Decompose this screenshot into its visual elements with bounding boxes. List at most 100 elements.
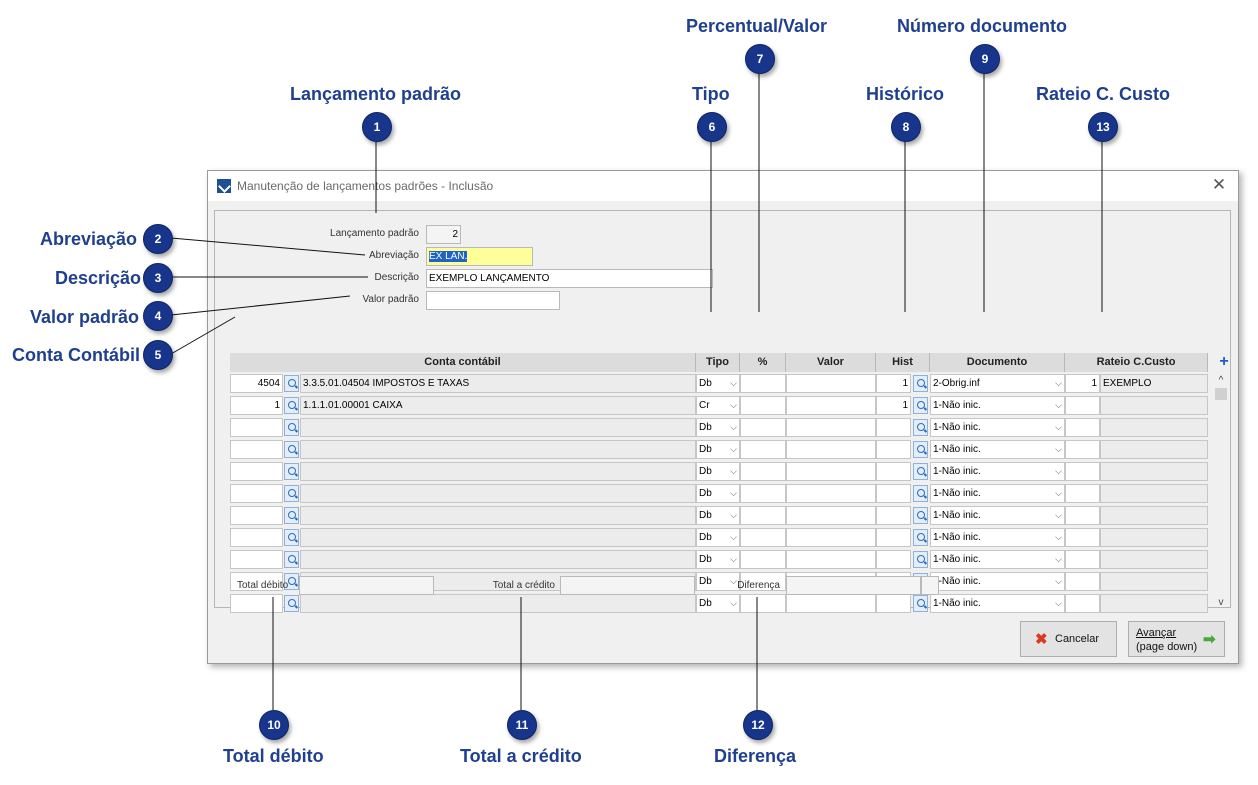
rateio-code-cell[interactable] bbox=[1065, 594, 1100, 613]
documento-select[interactable]: 1-Não inic.⌵ bbox=[930, 418, 1065, 437]
chevron-down-icon[interactable]: ⌵ bbox=[730, 510, 737, 520]
chevron-down-icon[interactable]: ⌵ bbox=[730, 400, 737, 410]
valor-cell[interactable] bbox=[786, 550, 876, 569]
tipo-select[interactable]: Cr⌵ bbox=[696, 396, 740, 415]
chevron-down-icon[interactable]: ⌵ bbox=[1055, 488, 1062, 498]
account-lookup-icon[interactable] bbox=[284, 375, 299, 392]
pct-cell[interactable] bbox=[740, 484, 786, 503]
tipo-select[interactable]: Db⌵ bbox=[696, 550, 740, 569]
hist-cell[interactable] bbox=[876, 506, 911, 525]
account-code-cell[interactable] bbox=[230, 418, 283, 437]
account-lookup-icon[interactable] bbox=[284, 595, 299, 612]
rateio-code-cell[interactable] bbox=[1065, 550, 1100, 569]
tipo-select[interactable]: Db⌵ bbox=[696, 572, 740, 591]
pct-cell[interactable] bbox=[740, 418, 786, 437]
abreviacao-input[interactable]: EX LAN. bbox=[426, 247, 533, 266]
pct-cell[interactable] bbox=[740, 572, 786, 591]
chevron-down-icon[interactable]: ⌵ bbox=[730, 378, 737, 388]
chevron-down-icon[interactable]: ⌵ bbox=[730, 576, 737, 586]
cancel-button[interactable]: ✖ Cancelar bbox=[1020, 621, 1117, 657]
account-code-cell[interactable] bbox=[230, 550, 283, 569]
account-code-cell[interactable]: 4504 bbox=[230, 374, 283, 393]
chevron-down-icon[interactable]: ⌵ bbox=[1055, 400, 1062, 410]
pct-cell[interactable] bbox=[740, 506, 786, 525]
chevron-down-icon[interactable]: ⌵ bbox=[1055, 510, 1062, 520]
hist-lookup-icon[interactable] bbox=[913, 463, 928, 480]
rateio-code-cell[interactable] bbox=[1065, 506, 1100, 525]
chevron-down-icon[interactable]: ⌵ bbox=[1055, 532, 1062, 542]
documento-select[interactable]: 1-Não inic.⌵ bbox=[930, 594, 1065, 613]
chevron-down-icon[interactable]: ⌵ bbox=[730, 444, 737, 454]
hist-cell[interactable] bbox=[876, 418, 911, 437]
hist-cell[interactable] bbox=[876, 440, 911, 459]
pct-cell[interactable] bbox=[740, 374, 786, 393]
documento-select[interactable]: 1-Não inic.⌵ bbox=[930, 528, 1065, 547]
hist-lookup-icon[interactable] bbox=[913, 375, 928, 392]
documento-select[interactable]: 1-Não inic.⌵ bbox=[930, 396, 1065, 415]
tipo-select[interactable]: Db⌵ bbox=[696, 506, 740, 525]
chevron-down-icon[interactable]: ⌵ bbox=[730, 598, 737, 608]
rateio-code-cell[interactable] bbox=[1065, 418, 1100, 437]
pct-cell[interactable] bbox=[740, 550, 786, 569]
valor-cell[interactable] bbox=[786, 594, 876, 613]
close-icon[interactable]: ✕ bbox=[1211, 175, 1227, 194]
hist-cell[interactable] bbox=[876, 484, 911, 503]
account-lookup-icon[interactable] bbox=[284, 397, 299, 414]
descricao-input[interactable]: EXEMPLO LANÇAMENTO bbox=[426, 269, 713, 288]
account-lookup-icon[interactable] bbox=[284, 419, 299, 436]
tipo-select[interactable]: Db⌵ bbox=[696, 374, 740, 393]
chevron-down-icon[interactable]: ⌵ bbox=[730, 532, 737, 542]
documento-select[interactable]: 1-Não inic.⌵ bbox=[930, 550, 1065, 569]
valor-padrao-input[interactable] bbox=[426, 291, 560, 310]
account-code-cell[interactable] bbox=[230, 484, 283, 503]
account-lookup-icon[interactable] bbox=[284, 441, 299, 458]
chevron-down-icon[interactable]: ⌵ bbox=[1055, 598, 1062, 608]
documento-select[interactable]: 1-Não inic.⌵ bbox=[930, 506, 1065, 525]
scroll-down-icon[interactable]: v bbox=[1218, 597, 1224, 608]
hist-cell[interactable]: 1 bbox=[876, 396, 911, 415]
account-code-cell[interactable] bbox=[230, 506, 283, 525]
valor-cell[interactable] bbox=[786, 528, 876, 547]
hist-lookup-icon[interactable] bbox=[913, 529, 928, 546]
valor-cell[interactable] bbox=[786, 462, 876, 481]
documento-select[interactable]: 1-Não inic.⌵ bbox=[930, 462, 1065, 481]
pct-cell[interactable] bbox=[740, 440, 786, 459]
tipo-select[interactable]: Db⌵ bbox=[696, 418, 740, 437]
account-code-cell[interactable]: 1 bbox=[230, 396, 283, 415]
rateio-code-cell[interactable] bbox=[1065, 484, 1100, 503]
hist-lookup-icon[interactable] bbox=[913, 507, 928, 524]
hist-cell[interactable] bbox=[876, 528, 911, 547]
hist-lookup-icon[interactable] bbox=[913, 419, 928, 436]
tipo-select[interactable]: Db⌵ bbox=[696, 484, 740, 503]
chevron-down-icon[interactable]: ⌵ bbox=[1055, 422, 1062, 432]
rateio-code-cell[interactable] bbox=[1065, 572, 1100, 591]
account-lookup-icon[interactable] bbox=[284, 529, 299, 546]
valor-cell[interactable] bbox=[786, 374, 876, 393]
hist-lookup-icon[interactable] bbox=[913, 397, 928, 414]
valor-cell[interactable] bbox=[786, 418, 876, 437]
chevron-down-icon[interactable]: ⌵ bbox=[730, 488, 737, 498]
chevron-down-icon[interactable]: ⌵ bbox=[730, 466, 737, 476]
rateio-code-cell[interactable] bbox=[1065, 462, 1100, 481]
chevron-down-icon[interactable]: ⌵ bbox=[730, 422, 737, 432]
account-lookup-icon[interactable] bbox=[284, 573, 299, 590]
hist-lookup-icon[interactable] bbox=[913, 551, 928, 568]
account-code-cell[interactable] bbox=[230, 528, 283, 547]
valor-cell[interactable] bbox=[786, 440, 876, 459]
tipo-select[interactable]: Db⌵ bbox=[696, 440, 740, 459]
chevron-down-icon[interactable]: ⌵ bbox=[1055, 466, 1062, 476]
hist-cell[interactable] bbox=[876, 462, 911, 481]
grid-scrollbar[interactable]: ^ v bbox=[1212, 372, 1230, 614]
scroll-thumb[interactable] bbox=[1215, 388, 1227, 400]
rateio-code-cell[interactable] bbox=[1065, 528, 1100, 547]
account-code-cell[interactable] bbox=[230, 572, 283, 591]
pct-cell[interactable] bbox=[740, 396, 786, 415]
hist-cell[interactable] bbox=[876, 550, 911, 569]
rateio-code-cell[interactable] bbox=[1065, 440, 1100, 459]
chevron-down-icon[interactable]: ⌵ bbox=[730, 554, 737, 564]
chevron-down-icon[interactable]: ⌵ bbox=[1055, 444, 1062, 454]
pct-cell[interactable] bbox=[740, 528, 786, 547]
account-code-cell[interactable] bbox=[230, 594, 283, 613]
account-code-cell[interactable] bbox=[230, 462, 283, 481]
hist-lookup-icon[interactable] bbox=[913, 595, 928, 612]
